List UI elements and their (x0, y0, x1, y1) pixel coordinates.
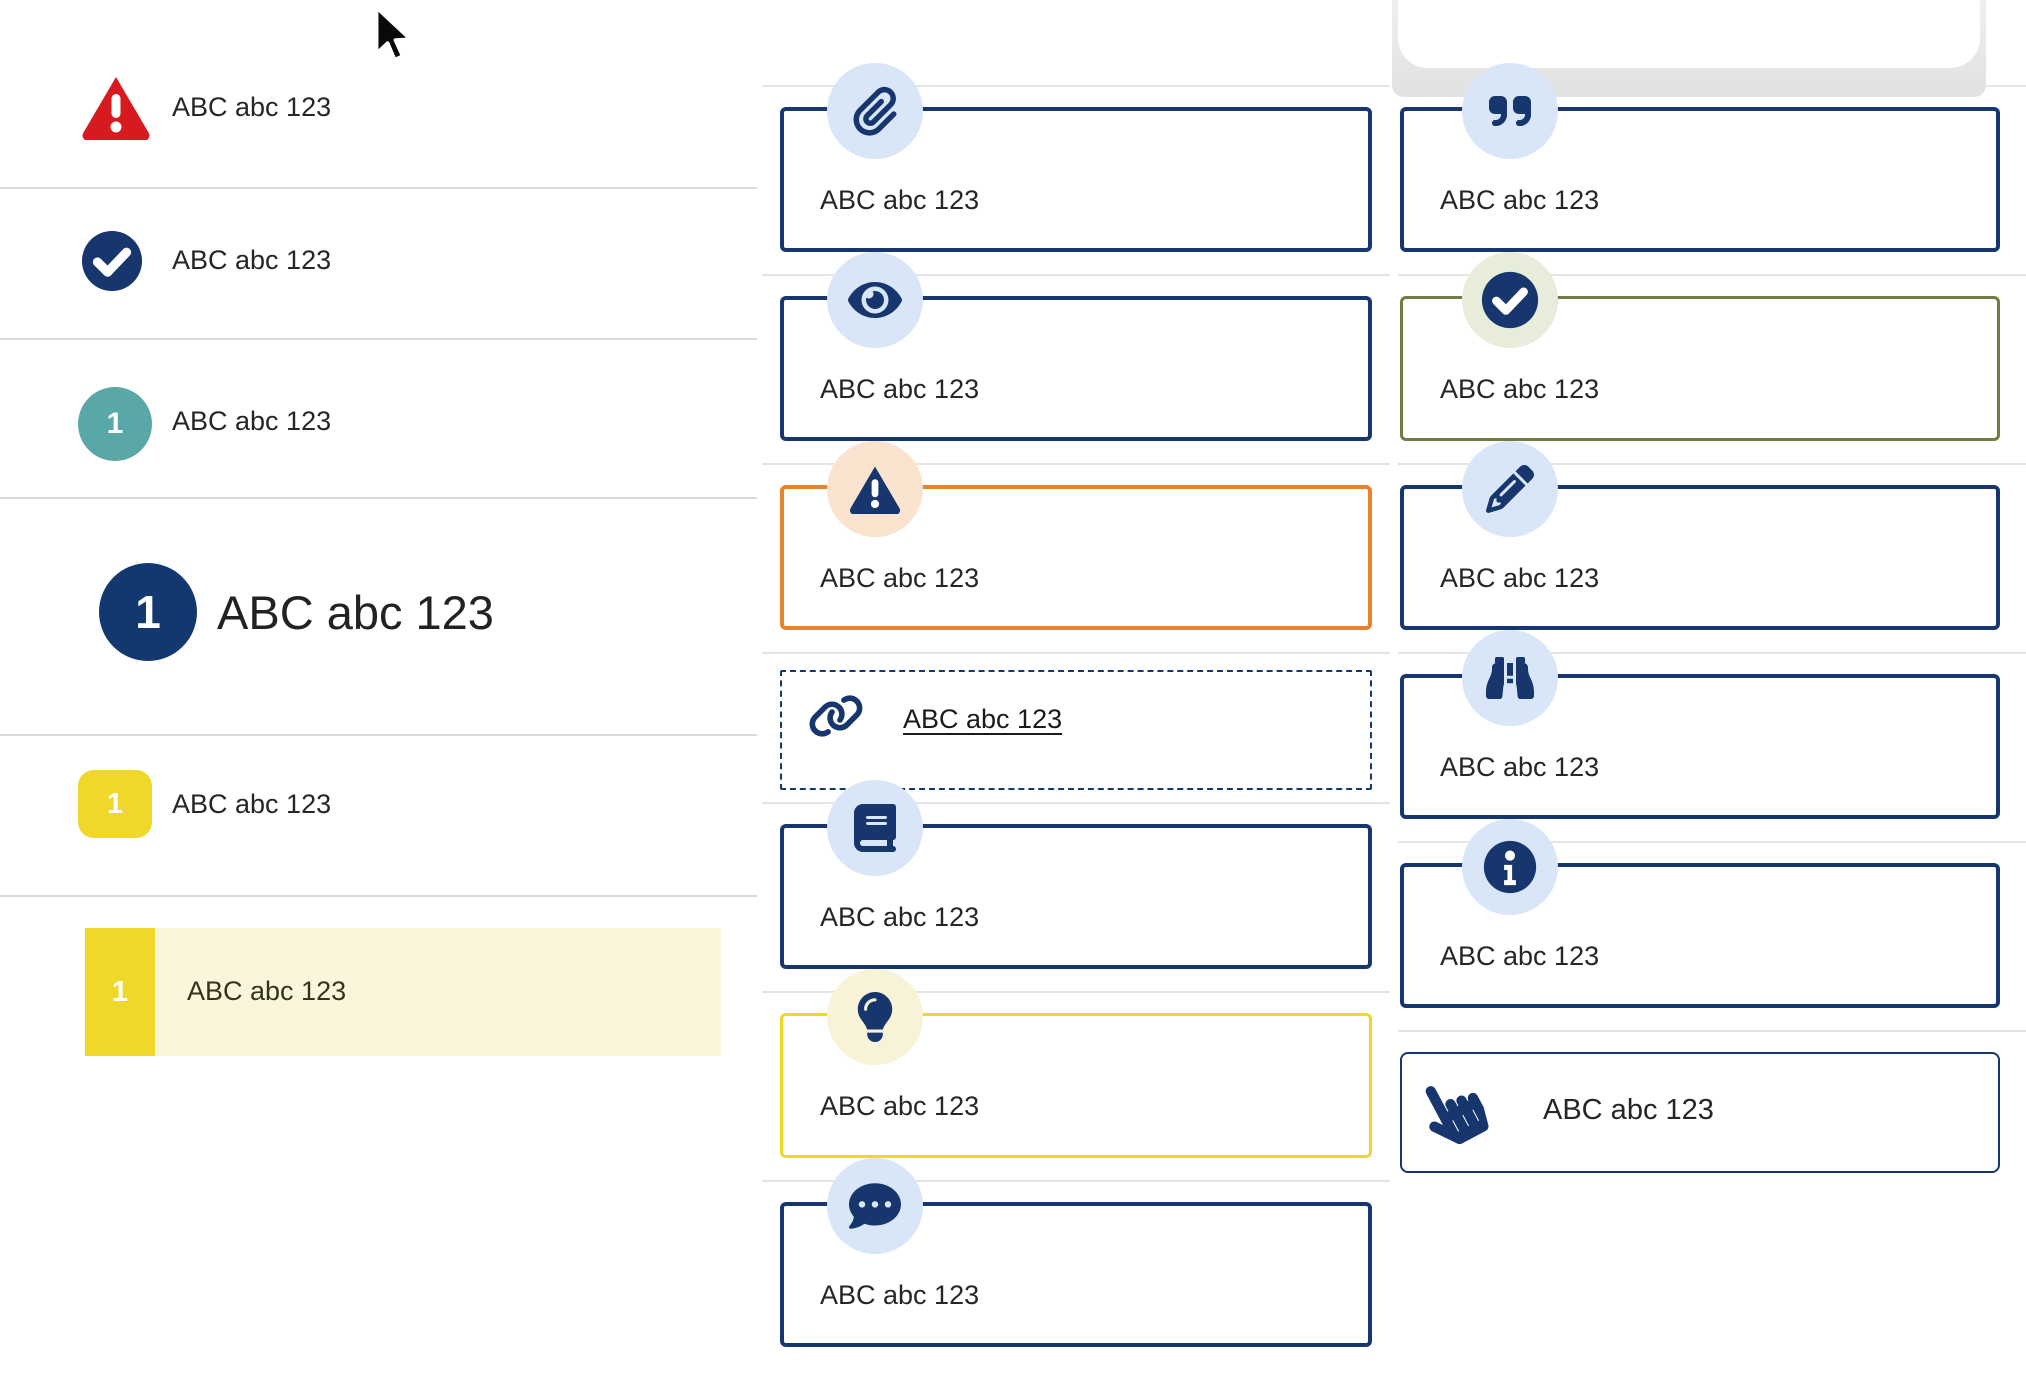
book-icon (827, 780, 923, 876)
callout-text: ABC abc 123 (820, 902, 980, 932)
divider (0, 187, 757, 189)
list-item-label: ABC abc 123 (187, 976, 347, 1006)
hand-pointer-icon (1425, 1086, 1489, 1145)
comment-dots-icon (827, 1158, 923, 1254)
divider (0, 497, 757, 499)
list-item-label: ABC abc 123 (172, 245, 332, 275)
badge-number: 1 (135, 586, 161, 638)
divider (762, 1180, 1390, 1182)
divider (762, 652, 1390, 654)
badge-number: 1 (106, 407, 124, 440)
divider (762, 802, 1390, 804)
navy-number-badge-large: 1 (99, 563, 197, 661)
list-item-label: ABC abc 123 (172, 789, 332, 819)
divider (0, 734, 757, 736)
divider (1398, 841, 2026, 843)
lightbulb-icon (827, 969, 923, 1065)
badge-number: 1 (106, 787, 124, 820)
callout-text: ABC abc 123 (820, 563, 980, 593)
list-item-label: ABC abc 123 (172, 92, 332, 122)
yellow-rounded-number-badge: 1 (78, 770, 152, 838)
divider (762, 85, 1390, 87)
callout-link-box (780, 670, 1372, 790)
divider (0, 895, 757, 897)
binoculars-icon (1462, 630, 1558, 726)
divider (1398, 1030, 2026, 1032)
link-icon (809, 695, 863, 737)
list-item-label: ABC abc 123 (172, 406, 332, 436)
divider (1398, 463, 2026, 465)
eye-icon (827, 252, 923, 348)
teal-number-badge: 1 (78, 387, 152, 461)
callout-text: ABC abc 123 (820, 374, 980, 404)
quote-right-icon (1462, 63, 1558, 159)
highlight-bar (85, 928, 721, 1056)
divider (0, 338, 757, 340)
info-circle-icon (1462, 819, 1558, 915)
divider (1398, 652, 2026, 654)
check-circle-icon (81, 230, 143, 292)
badge-number: 1 (111, 975, 129, 1008)
callout-text: ABC abc 123 (820, 185, 980, 215)
pencil-icon (1462, 441, 1558, 537)
callout-action (1400, 1052, 2000, 1173)
callout-text: ABC abc 123 (1440, 374, 1600, 404)
paperclip-icon (827, 63, 923, 159)
callout-text: ABC abc 123 (1440, 185, 1600, 215)
heading-label: ABC abc 123 (217, 586, 494, 639)
warning-triangle-icon (827, 441, 923, 537)
callout-text: ABC abc 123 (820, 1091, 980, 1121)
divider (762, 991, 1390, 993)
callout-text: ABC abc 123 (1440, 752, 1600, 782)
check-circle-icon (1462, 252, 1558, 348)
divider (762, 274, 1390, 276)
cutoff-card (1398, 0, 1980, 68)
callout-text: ABC abc 123 (1440, 941, 1600, 971)
callout-link[interactable]: ABC abc 123 (903, 704, 1063, 734)
callout-text: ABC abc 123 (1543, 1094, 1714, 1126)
divider (762, 463, 1390, 465)
warning-triangle-icon (82, 77, 150, 140)
divider (1398, 274, 2026, 276)
mouse-cursor (374, 6, 413, 62)
yellow-square-number-badge: 1 (85, 928, 155, 1056)
callout-edit (1400, 485, 2000, 630)
callout-text: ABC abc 123 (1440, 563, 1600, 593)
callout-text: ABC abc 123 (820, 1280, 980, 1310)
